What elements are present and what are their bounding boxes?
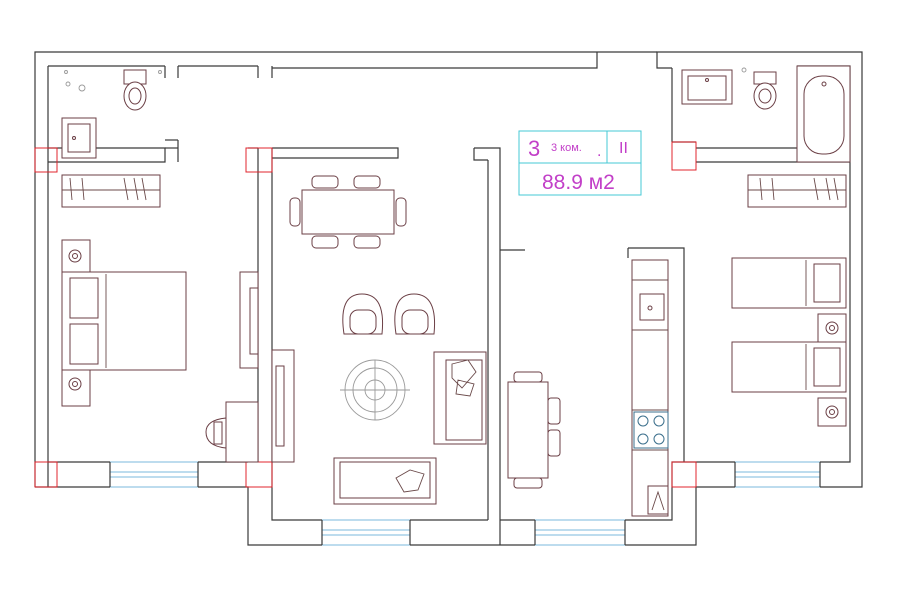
- exterior-walls: [34, 51, 863, 546]
- armchairs: [342, 293, 436, 335]
- single-bed-bottom: [731, 341, 847, 393]
- sink-left: [61, 117, 97, 159]
- tv-stand-left: [239, 271, 259, 369]
- info-panel: 3 3 ком. . II 88.9 м2: [518, 130, 642, 196]
- column-markers: [34, 141, 697, 488]
- dining-chairs-top: [289, 175, 407, 249]
- wardrobe-right: [747, 174, 847, 208]
- right-bathroom: [681, 65, 851, 163]
- series-mark: II: [619, 140, 628, 157]
- left-bedroom: [61, 174, 259, 463]
- rooms-dot: .: [597, 143, 601, 160]
- windows: [109, 51, 821, 546]
- left-bathroom: [61, 69, 162, 159]
- sofa-bottom: [333, 457, 437, 505]
- floor-drain-left: [64, 70, 162, 92]
- double-bed: [61, 239, 187, 407]
- rooms-number: 3: [528, 136, 540, 161]
- wardrobe-left: [61, 174, 161, 208]
- kitchen-table: [507, 371, 561, 489]
- desk-chair-left: [205, 401, 259, 463]
- toilet-left: [123, 69, 147, 111]
- living-room: [271, 175, 487, 505]
- window-kitchen: [534, 519, 626, 546]
- right-bedroom: [731, 174, 847, 427]
- area-value: 88.9 м2: [542, 171, 615, 194]
- rooms-label: 3 ком.: [551, 142, 582, 154]
- nightstand-bottom: [817, 397, 847, 427]
- window-living-room: [321, 519, 411, 546]
- round-coffee-table: [340, 359, 410, 421]
- bathtub: [796, 65, 851, 163]
- stove: [633, 411, 669, 449]
- sink-right: [681, 69, 733, 105]
- nightstand-top: [817, 313, 847, 343]
- toilet-right: [753, 71, 777, 110]
- dining-table-top: [289, 175, 407, 249]
- tv-stand-living: [271, 349, 295, 463]
- single-bed-top: [731, 257, 847, 309]
- window-left-bedroom: [109, 461, 199, 488]
- kitchen: [507, 259, 669, 517]
- fridge: [647, 485, 669, 515]
- sofa-right: [433, 351, 487, 445]
- window-right-bedroom: [734, 461, 821, 488]
- kitchen-sink: [639, 293, 665, 321]
